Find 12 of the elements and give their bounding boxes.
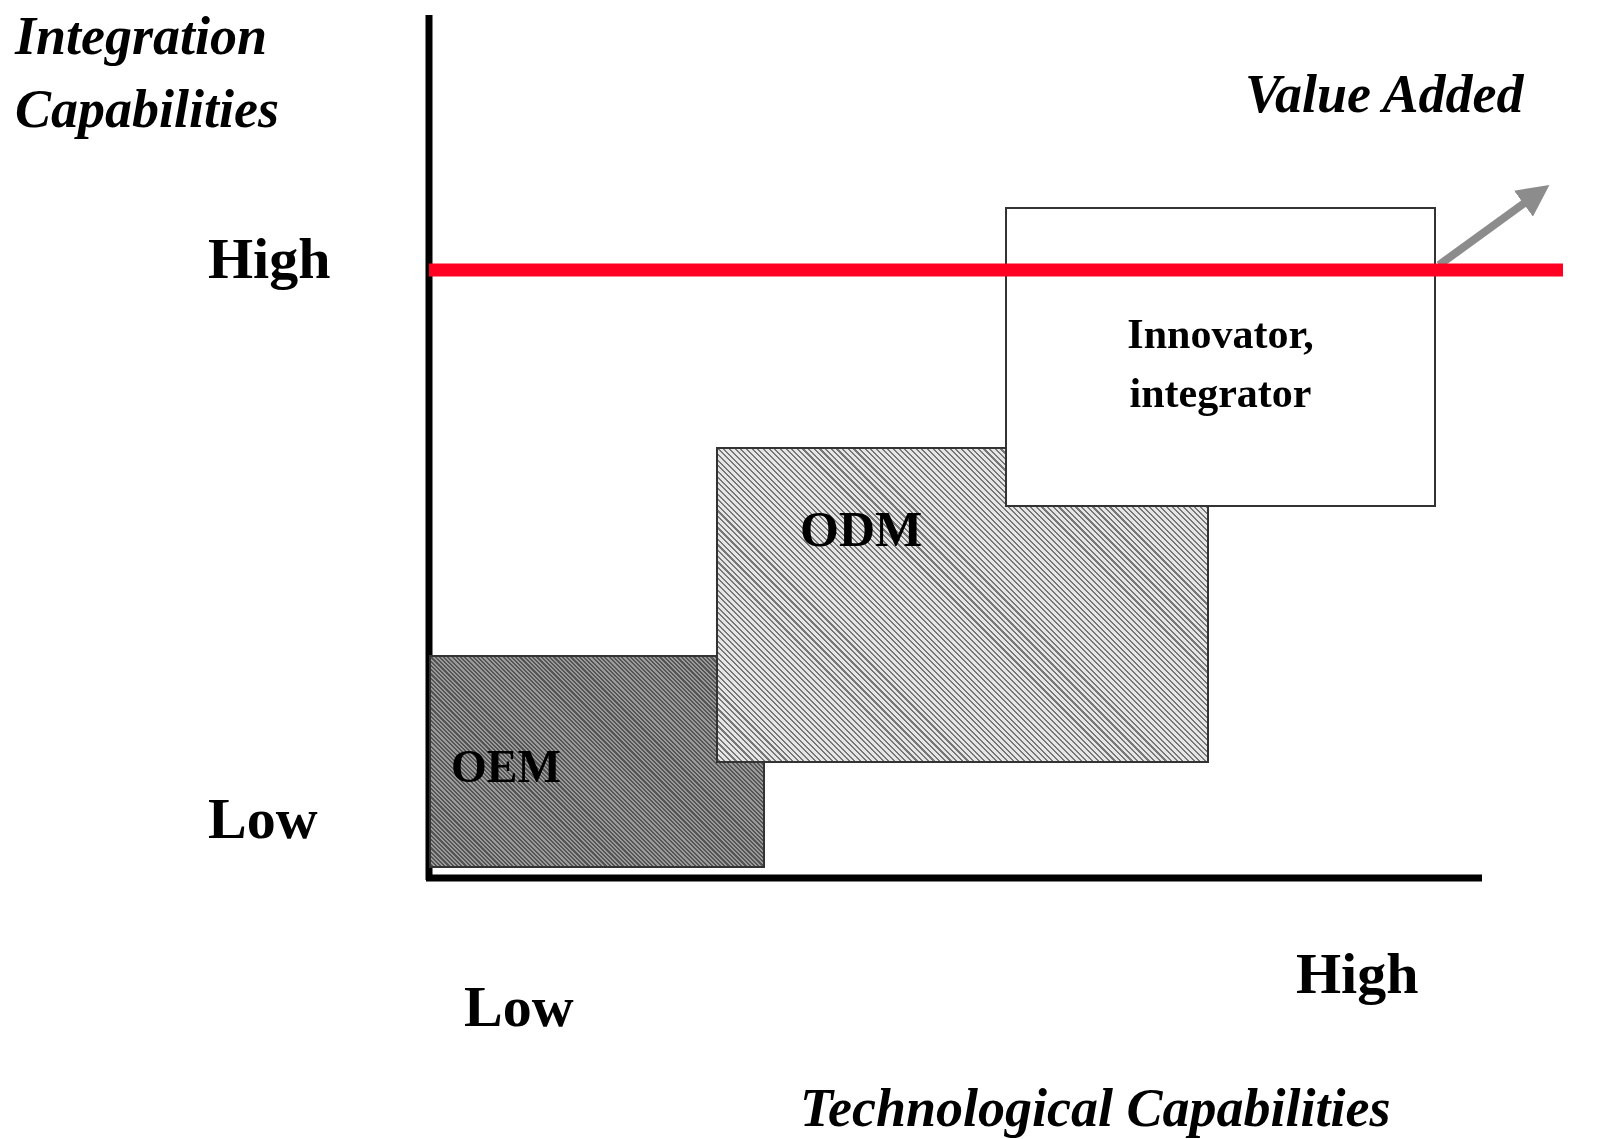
axis-tick-label: Low [464, 973, 574, 1041]
category-box [429, 655, 765, 868]
axis-tick-label: High [208, 225, 331, 293]
axis-tick-label: High [1296, 940, 1419, 1008]
box-label: ODM [800, 500, 923, 559]
axis-title: Integration Capabilities [15, 5, 280, 141]
box-label: Innovator, integrator [1126, 310, 1315, 418]
category-box [716, 447, 1209, 763]
annotation: Value Added [1245, 63, 1524, 126]
axis-tick-label: Low [208, 785, 318, 853]
category-box [1005, 207, 1436, 507]
axis-title: Technological Capabilities [800, 1077, 1391, 1139]
